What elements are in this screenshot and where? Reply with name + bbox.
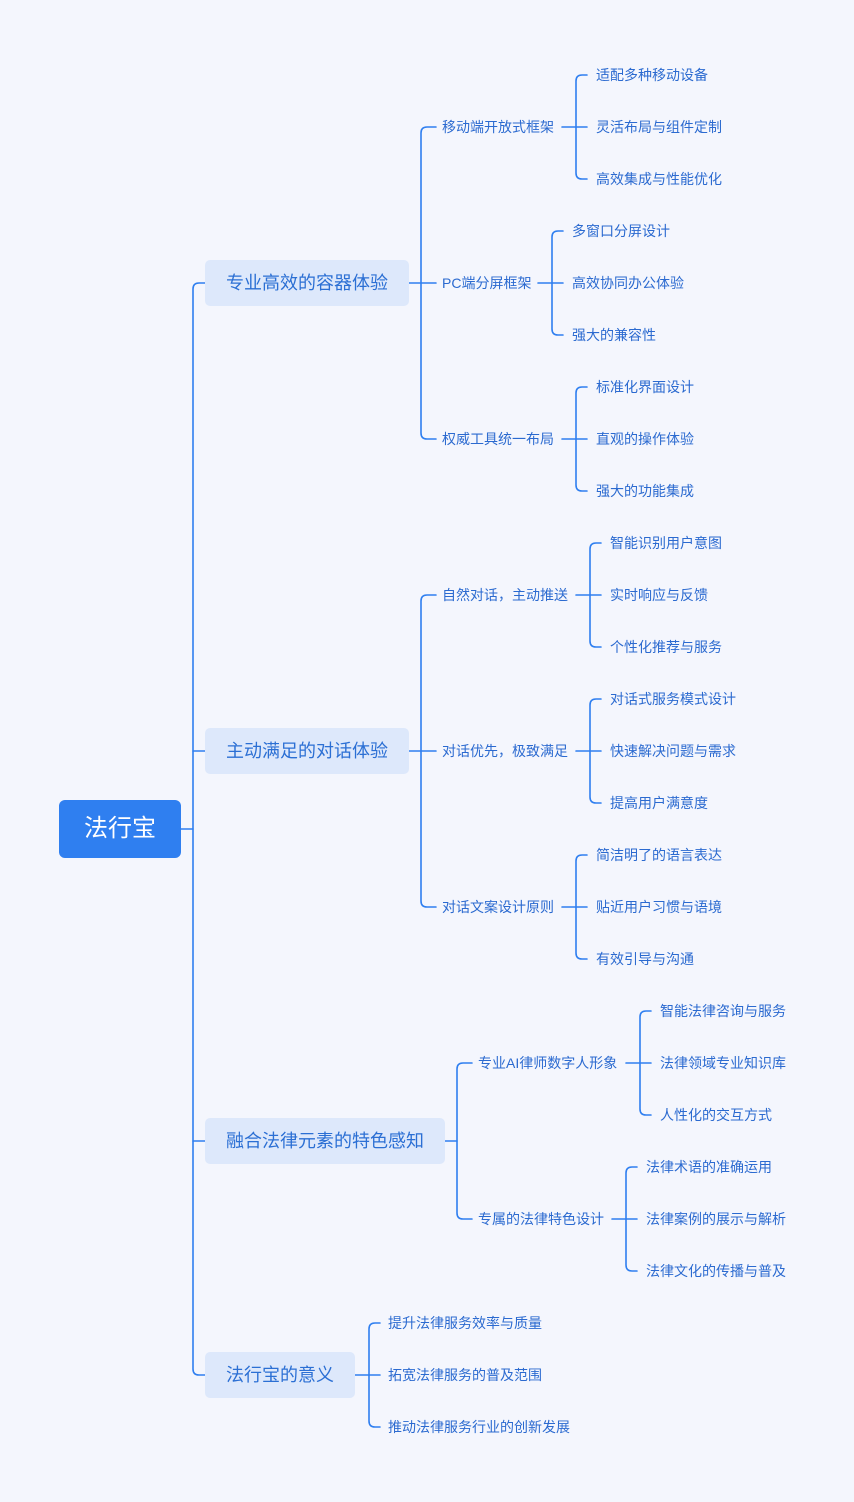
branch-dialog-experience[interactable]: 主动满足的对话体验 [205, 728, 409, 774]
connector-line [192, 282, 206, 1376]
leaf[interactable]: 个性化推荐与服务 [610, 639, 722, 655]
branch-container-experience[interactable]: 专业高效的容器体验 [205, 260, 409, 306]
leaf[interactable]: 提高用户满意度 [610, 795, 708, 811]
leaf[interactable]: 智能识别用户意图 [610, 535, 722, 551]
sub-pc-split-framework[interactable]: PC端分屏框架 [442, 275, 532, 291]
leaf[interactable]: 法律领域专业知识库 [660, 1055, 786, 1071]
leaf[interactable]: 高效协同办公体验 [572, 275, 684, 291]
leaf[interactable]: 直观的操作体验 [596, 431, 694, 447]
leaf[interactable]: 适配多种移动设备 [596, 67, 708, 83]
sub-natural-dialog[interactable]: 自然对话，主动推送 [442, 587, 568, 603]
leaf[interactable]: 提升法律服务效率与质量 [388, 1315, 542, 1331]
leaf[interactable]: 法律文化的传播与普及 [646, 1263, 786, 1279]
sub-dialog-first[interactable]: 对话优先，极致满足 [442, 743, 568, 759]
leaf[interactable]: 标准化界面设计 [596, 379, 694, 395]
sub-mobile-framework[interactable]: 移动端开放式框架 [442, 119, 554, 135]
leaf[interactable]: 智能法律咨询与服务 [660, 1003, 786, 1019]
leaf[interactable]: 法律案例的展示与解析 [646, 1211, 786, 1227]
sub-ai-lawyer-avatar[interactable]: 专业AI律师数字人形象 [478, 1055, 618, 1071]
leaf[interactable]: 贴近用户习惯与语境 [596, 899, 722, 915]
leaf[interactable]: 推动法律服务行业的创新发展 [388, 1419, 570, 1435]
leaf[interactable]: 人性化的交互方式 [660, 1107, 772, 1123]
sub-legal-design[interactable]: 专属的法律特色设计 [478, 1211, 604, 1227]
leaf[interactable]: 快速解决问题与需求 [610, 743, 736, 759]
leaf[interactable]: 简洁明了的语言表达 [596, 847, 722, 863]
sub-copywriting-principles[interactable]: 对话文案设计原则 [442, 899, 554, 915]
leaf[interactable]: 灵活布局与组件定制 [596, 119, 722, 135]
branch-significance[interactable]: 法行宝的意义 [205, 1352, 355, 1398]
leaf[interactable]: 拓宽法律服务的普及范围 [388, 1367, 542, 1383]
sub-unified-layout[interactable]: 权威工具统一布局 [442, 431, 554, 447]
leaf[interactable]: 高效集成与性能优化 [596, 171, 722, 187]
leaf[interactable]: 对话式服务模式设计 [610, 691, 736, 707]
leaf[interactable]: 多窗口分屏设计 [572, 223, 670, 239]
leaf[interactable]: 实时响应与反馈 [610, 587, 708, 603]
connector-line [456, 1062, 473, 1220]
root-node[interactable]: 法行宝 [59, 800, 181, 858]
leaf[interactable]: 法律术语的准确运用 [646, 1159, 772, 1175]
branch-legal-elements[interactable]: 融合法律元素的特色感知 [205, 1118, 445, 1164]
leaf[interactable]: 有效引导与沟通 [596, 951, 694, 967]
leaf[interactable]: 强大的兼容性 [572, 327, 656, 343]
leaf[interactable]: 强大的功能集成 [596, 483, 694, 499]
